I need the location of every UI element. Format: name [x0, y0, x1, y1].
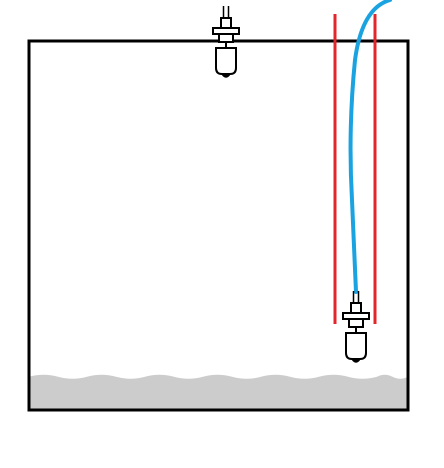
guide-tube [333, 14, 377, 324]
sensor-cable [348, 0, 392, 294]
float-level-switch-icon [342, 290, 370, 363]
liquid-fill [29, 374, 408, 410]
